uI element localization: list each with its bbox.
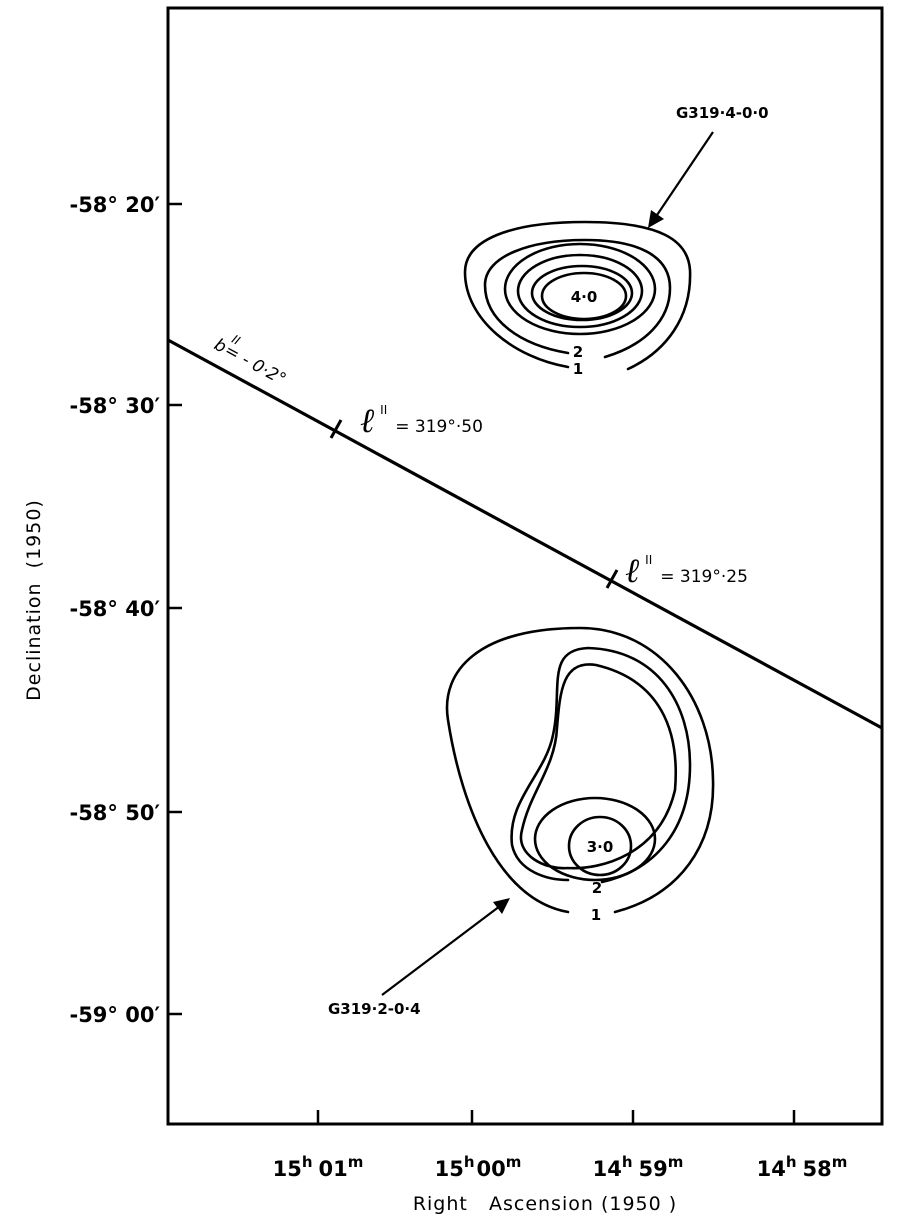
contour-label: 1 — [591, 906, 601, 924]
plot-frame — [166, 6, 884, 1126]
source-label-upper: G319·4-0·0 — [676, 104, 769, 122]
latitude-label: bII= - 0·2° — [211, 326, 294, 390]
contour-label: 1 — [573, 360, 583, 378]
arrow-shaft-lower — [381, 905, 501, 996]
arrow-head-lower — [493, 898, 510, 914]
contour-level-3 — [503, 242, 657, 336]
x-tick-marks — [316, 1110, 796, 1124]
contour-level-1 — [445, 626, 715, 914]
contour-level-peak — [540, 271, 628, 321]
x-tick-label: 15h00m — [435, 1153, 522, 1181]
y-tick-label: -58° 30′ — [69, 394, 160, 418]
y-tick-label: -58° 20′ — [69, 193, 160, 217]
contour-level-4 — [516, 253, 644, 329]
contour-level-1 — [463, 220, 692, 371]
peak-label: 3·0 — [587, 838, 614, 856]
contour-label: 2 — [592, 879, 602, 897]
y-tick-label: -58° 50′ — [69, 801, 160, 825]
y-tick-label: -58° 40′ — [69, 597, 160, 621]
y-tick-marks — [168, 202, 182, 1016]
y-axis-title: Declination (1950) — [23, 499, 45, 701]
x-axis-title: Right Ascension (1950 ) — [413, 1193, 677, 1215]
arrow-head-upper — [648, 210, 664, 228]
contour-level-3 — [533, 796, 657, 882]
y-tick-labels: -58° 20′ -58° 30′ -58° 40′ -58° 50′ -59°… — [69, 193, 160, 1027]
contour-label: 2 — [573, 343, 583, 361]
contour-level-2 — [510, 646, 692, 884]
contour-level-peak — [567, 815, 633, 877]
y-tick-label: -59° 00′ — [69, 1003, 160, 1027]
source-label-lower: G319·2-0·4 — [328, 1000, 421, 1018]
galactic-longitude-tick — [329, 419, 343, 439]
peak-label: 4·0 — [571, 288, 598, 306]
source-contours-lower: 3·0 2 1 — [445, 626, 715, 924]
source-contours-upper: 4·0 2 1 — [463, 220, 692, 378]
svg-text:bII= - 0·2°: bII= - 0·2° — [211, 326, 294, 390]
contour-level-2 — [483, 238, 672, 359]
contour-level-2b — [519, 663, 677, 870]
arrow-shaft-upper — [654, 131, 714, 219]
galactic-latitude-line — [167, 338, 883, 730]
galactic-longitude-tick — [605, 569, 619, 589]
